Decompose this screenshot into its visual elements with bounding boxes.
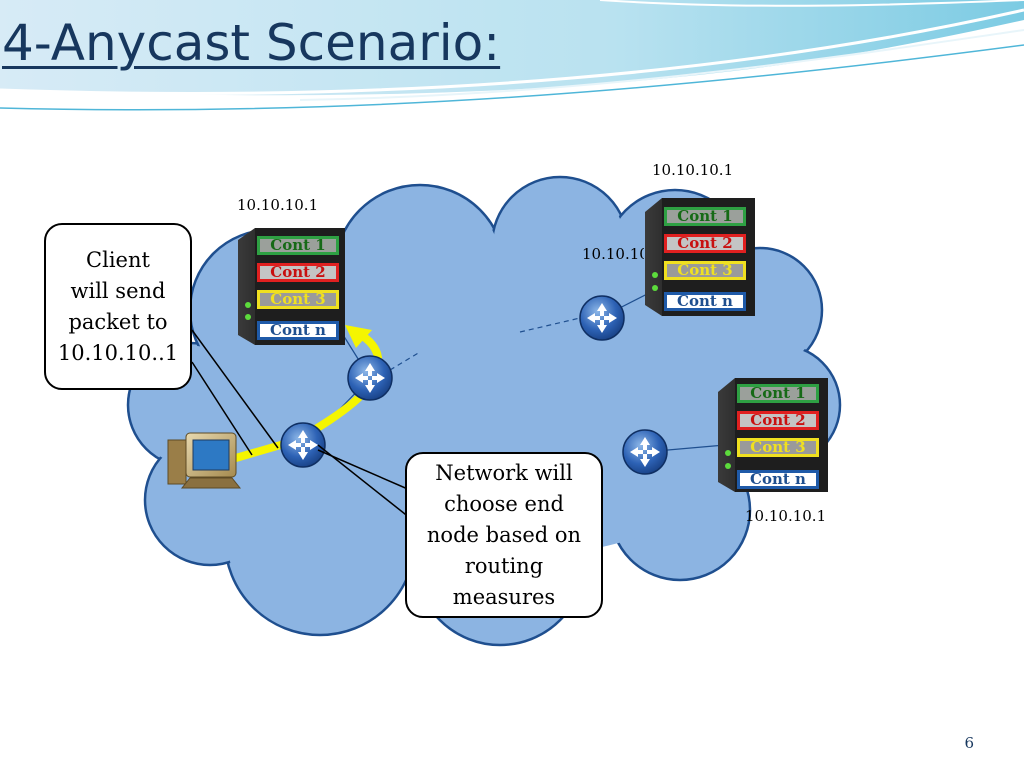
container-tag-1: Cont 1 — [257, 236, 339, 255]
container-tag-2: Cont 2 — [664, 234, 746, 253]
page-number: 6 — [964, 734, 974, 752]
client-callout-line-3: packet to — [68, 309, 168, 334]
container-tag-n: Cont n — [737, 470, 819, 489]
router-icon — [280, 422, 326, 468]
client-callout-line-2: will send — [70, 278, 166, 303]
ip-label-left-server: 10.10.10.1 — [237, 196, 319, 214]
client-callout: Client will send packet to 10.10.10..1 — [44, 223, 192, 390]
network-callout-line-4: routing — [464, 553, 544, 578]
ip-label-mid-text: 10.10.10.1 — [582, 245, 644, 263]
container-tag-1: Cont 1 — [664, 207, 746, 226]
network-callout-line-1: Network will — [435, 460, 573, 485]
container-tag-1: Cont 1 — [737, 384, 819, 403]
router-icon — [347, 355, 393, 401]
router-icon — [579, 295, 625, 341]
header-swoosh — [0, 0, 1024, 111]
container-tag-n: Cont n — [664, 292, 746, 311]
network-callout: Network will choose end node based on ro… — [405, 452, 603, 618]
client-callout-line-1: Client — [86, 247, 150, 272]
network-callout-line-2: choose end — [444, 491, 564, 516]
computer-icon — [167, 432, 242, 489]
ip-label-mid: 10.10.10.1 — [582, 245, 644, 263]
client-callout-line-4: 10.10.10..1 — [57, 340, 179, 365]
router-icon — [622, 429, 668, 475]
ip-label-top-right-server: 10.10.10.1 — [652, 161, 734, 179]
container-tag-n: Cont n — [257, 321, 339, 340]
container-tag-3: Cont 3 — [737, 438, 819, 457]
slide-title: 4-Anycast Scenario: — [2, 14, 501, 72]
container-tag-3: Cont 3 — [257, 290, 339, 309]
container-tag-2: Cont 2 — [737, 411, 819, 430]
ip-label-bottom-right-server: 10.10.10.1 — [745, 507, 827, 525]
network-callout-line-5: measures — [452, 584, 556, 609]
container-tag-3: Cont 3 — [664, 261, 746, 280]
container-tag-2: Cont 2 — [257, 263, 339, 282]
network-callout-line-3: node based on — [426, 522, 582, 547]
